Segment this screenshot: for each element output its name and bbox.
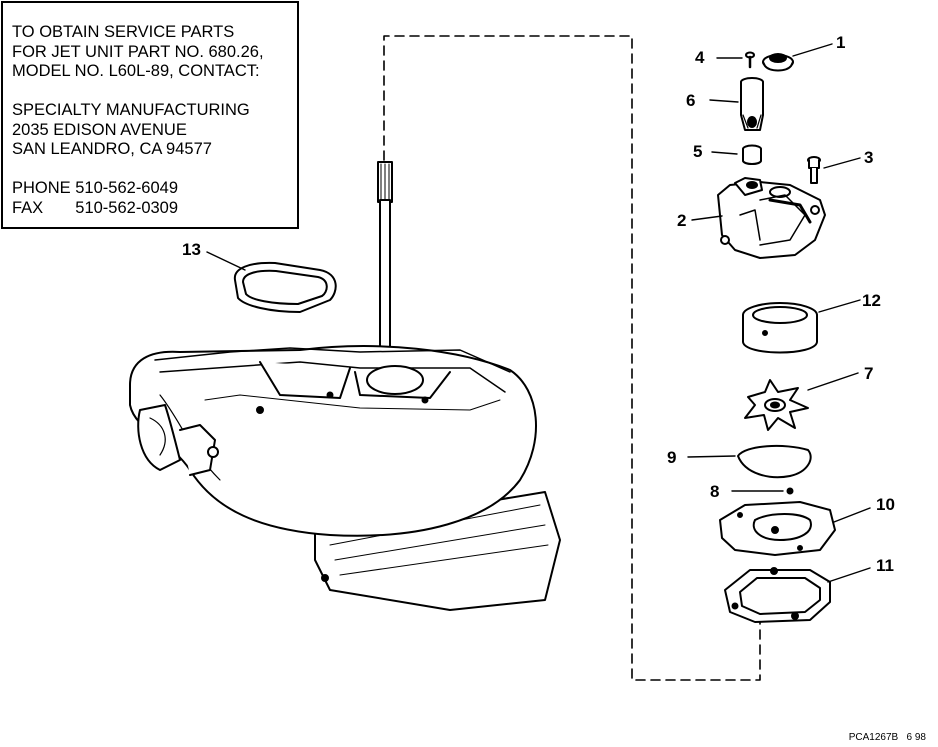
info-line-fax: FAX 510-562-0309 [12, 198, 179, 217]
info-line-phone: PHONE 510-562-6049 [12, 179, 179, 197]
callout-11: 11 [876, 556, 894, 575]
info-line-6: 2035 EDISON AVENUE [12, 120, 187, 139]
callout-5: 5 [693, 142, 703, 161]
callout-9: 9 [667, 448, 677, 467]
part-2-pump-housing [691, 177, 826, 259]
figure-date: 6 98 [906, 732, 926, 743]
callout-4: 4 [695, 48, 705, 67]
callout-7: 7 [864, 364, 874, 383]
jet-pump-housing [129, 345, 561, 611]
callout-13: 13 [182, 240, 201, 259]
part-12-impeller-cup [742, 299, 861, 354]
part-7-impeller [744, 372, 859, 431]
part-11-gasket [724, 567, 871, 623]
info-line-3: MODEL NO. L60L-89, CONTACT: [12, 62, 260, 80]
part-9-seal-disc [687, 445, 812, 479]
info-line-spacer-2 [12, 160, 297, 180]
info-line-spacer-1 [12, 82, 297, 102]
callout-6: 6 [686, 91, 696, 110]
service-parts-info-box: TO OBTAIN SERVICE PARTS FOR JET UNIT PAR… [1, 1, 299, 229]
part-4-screw [716, 51, 755, 69]
info-line-1: TO OBTAIN SERVICE PARTS [12, 23, 235, 41]
info-line-5: SPECIALTY MANUFACTURING [12, 101, 250, 119]
info-line-2: FOR JET UNIT PART NO. 680.26, [12, 42, 264, 61]
figure-code-footer: PCA1267B 6 98 [849, 732, 926, 743]
callout-2: 2 [677, 211, 687, 230]
figure-code: PCA1267B [848, 732, 899, 743]
info-line-7: SAN LEANDRO, CA 94577 [12, 140, 212, 158]
part-10-plate [719, 501, 871, 556]
part-13-gasket [206, 251, 337, 313]
callout-8: 8 [710, 482, 720, 501]
part-5-seal [711, 144, 762, 165]
part-1-grommet [762, 43, 833, 72]
part-6-water-tube [709, 77, 764, 131]
callout-10: 10 [876, 495, 895, 514]
callout-12: 12 [862, 291, 881, 310]
assembly-dashed-line [383, 35, 761, 681]
callout-3: 3 [864, 148, 874, 167]
callout-1: 1 [836, 33, 846, 52]
part-3-bolt [807, 156, 861, 184]
part-8-pin [731, 487, 794, 495]
drive-shaft [377, 161, 393, 373]
